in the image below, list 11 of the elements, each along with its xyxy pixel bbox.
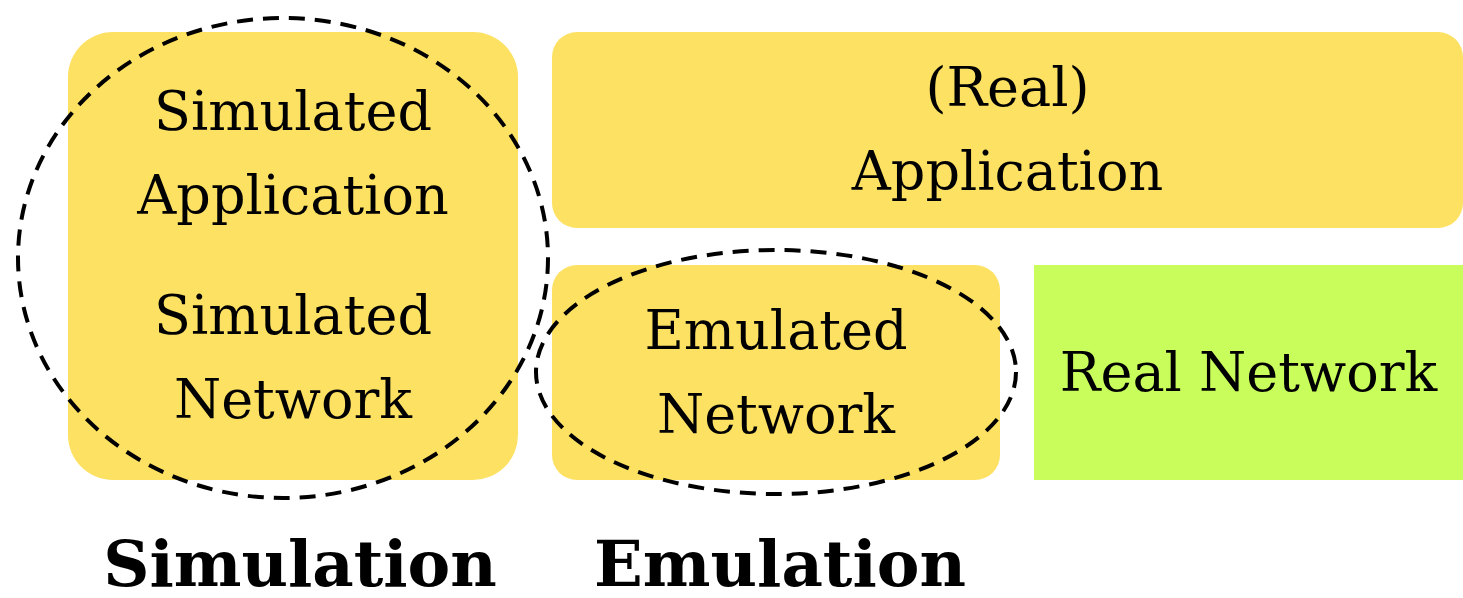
dashed-ellipse bbox=[15, 15, 551, 501]
box-label: (Real) Application bbox=[850, 55, 1165, 205]
dashed-ellipse bbox=[533, 247, 1019, 497]
group-heading: Emulation bbox=[593, 528, 967, 598]
rounded-box bbox=[552, 32, 1463, 228]
rounded-box bbox=[1034, 265, 1463, 480]
box-label: Simulated Application bbox=[136, 79, 450, 229]
box-label: Real Network bbox=[1058, 339, 1439, 406]
box-label: Simulated Network bbox=[153, 283, 433, 433]
box-label: Emulated Network bbox=[643, 297, 909, 448]
group-heading: Simulation bbox=[102, 528, 498, 598]
